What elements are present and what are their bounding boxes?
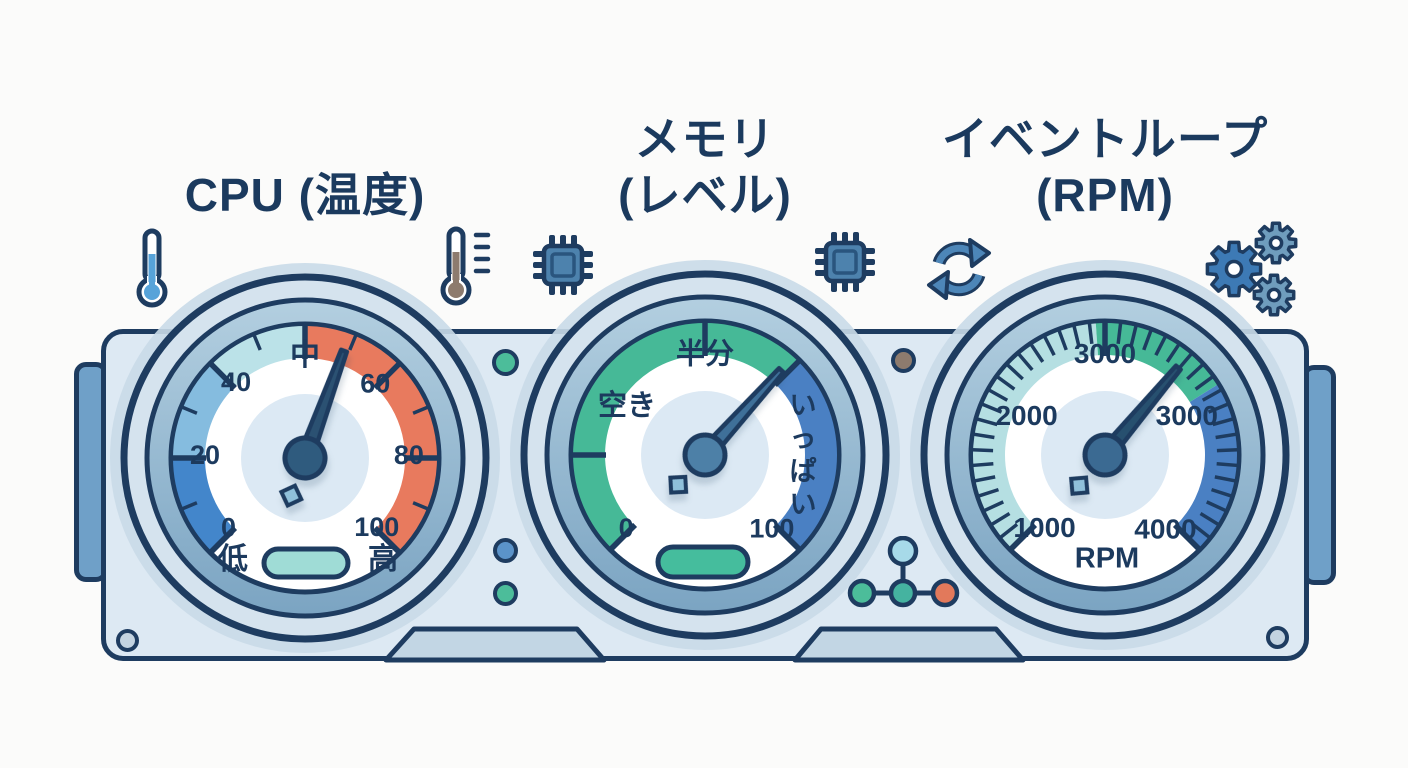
svg-text:100: 100 [749, 514, 794, 544]
svg-text:1000: 1000 [1013, 512, 1075, 543]
svg-text:い: い [790, 391, 817, 421]
svg-text:100: 100 [354, 512, 399, 542]
svg-text:0: 0 [221, 513, 236, 543]
node-cluster-icon [847, 536, 960, 608]
refresh-cycle-icon [927, 238, 991, 300]
gauge-title-memory: メモリ (レベル) [505, 95, 905, 223]
thermometer-warm-icon [440, 226, 491, 306]
cpu-temperature-gauge: 0 20 40 中 60 80 100 低 高 [105, 258, 505, 658]
svg-text:低: 低 [217, 543, 248, 576]
gears-icon [1205, 221, 1298, 317]
svg-text:3000: 3000 [1156, 400, 1218, 431]
title-line: メモリ [634, 112, 776, 165]
indicator-dot-blue [493, 538, 518, 563]
svg-text:空き: 空き [598, 388, 656, 422]
svg-text:80: 80 [394, 440, 424, 470]
svg-text:っ: っ [790, 424, 817, 454]
indicator-dot-green [492, 349, 519, 376]
svg-text:中: 中 [290, 339, 320, 372]
title-line: CPU (温度) [184, 168, 426, 221]
panel-accent-trapezoid-left [383, 626, 607, 663]
svg-text:高: 高 [368, 543, 398, 576]
screw-icon [116, 629, 139, 652]
thermometer-cold-icon [136, 228, 168, 308]
panel-accent-trapezoid-right [792, 626, 1026, 663]
screw-icon [1266, 626, 1289, 649]
gauge-title-event-loop: イベントループ (RPM) [905, 95, 1305, 223]
svg-text:60: 60 [360, 368, 390, 398]
svg-text:0: 0 [619, 513, 634, 543]
chip-icon [815, 232, 875, 292]
title-line: (RPM) [1036, 168, 1174, 221]
svg-text:40: 40 [221, 367, 251, 397]
title-line: イベントループ [941, 112, 1269, 165]
svg-text:RPM: RPM [1075, 542, 1139, 574]
indicator-dot-green [493, 581, 518, 606]
svg-text:4000: 4000 [1134, 513, 1196, 544]
svg-text:2000: 2000 [995, 400, 1057, 431]
svg-text:い: い [790, 490, 817, 520]
svg-text:半分: 半分 [676, 337, 734, 370]
svg-text:ぱ: ぱ [790, 457, 817, 487]
svg-text:3000: 3000 [1074, 338, 1136, 369]
title-line: (レベル) [618, 168, 792, 221]
chip-icon [533, 235, 593, 295]
indicator-dot-brown [891, 348, 916, 373]
gauge-title-cpu: CPU (温度) [105, 95, 505, 223]
svg-text:20: 20 [190, 440, 220, 470]
